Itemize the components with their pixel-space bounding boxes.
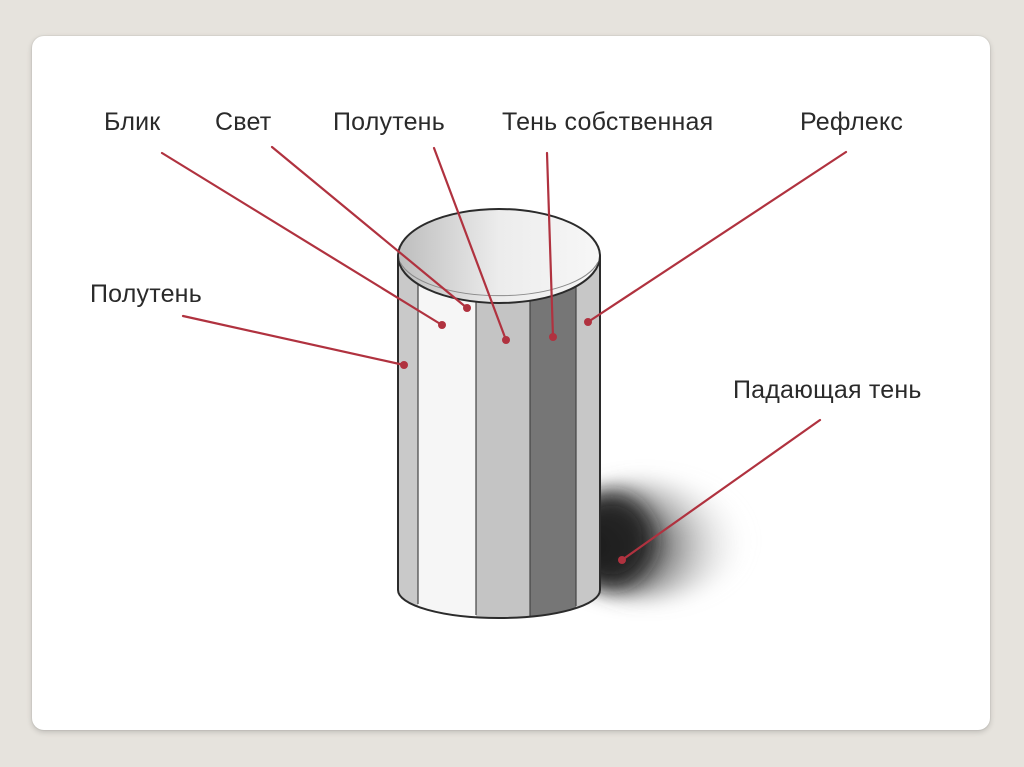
pointer-dot-blik bbox=[438, 321, 446, 329]
pointer-dots bbox=[400, 304, 626, 564]
pointer-dot-poluten-left bbox=[400, 361, 408, 369]
cylinder-band-edges bbox=[417, 262, 577, 616]
pointer-line-svet bbox=[270, 145, 469, 310]
label-poluten-left: Полутень bbox=[90, 280, 202, 308]
label-poluten-top: Полутень bbox=[333, 108, 445, 136]
pointer-line-padayushchaya-ten bbox=[620, 418, 822, 562]
label-refleks: Рефлекс bbox=[800, 108, 904, 136]
cylinder-top bbox=[397, 208, 601, 304]
pointer-line-poluten-left bbox=[181, 314, 406, 367]
label-ten-sobstvennaya: Тень собственная bbox=[502, 108, 714, 136]
pointer-dot-refleks bbox=[584, 318, 592, 326]
pointer-dot-padayushchaya-ten bbox=[618, 556, 626, 564]
pointer-lines bbox=[160, 145, 848, 562]
label-padayushchaya-ten: Падающая тень bbox=[733, 376, 922, 404]
pointer-line-blik bbox=[160, 151, 444, 327]
pointer-line-refleks bbox=[586, 150, 848, 324]
label-blik: Блик bbox=[104, 108, 161, 136]
cylinder-body bbox=[398, 256, 600, 618]
pointer-dot-ten-sobstvennaya bbox=[549, 333, 557, 341]
pointer-line-poluten-top bbox=[432, 146, 508, 342]
pointer-line-ten-sobstvennaya bbox=[545, 151, 555, 339]
cylinder-outline bbox=[397, 256, 601, 619]
pointer-dot-poluten-top bbox=[502, 336, 510, 344]
pointer-dot-svet bbox=[463, 304, 471, 312]
label-svet: Свет bbox=[215, 108, 272, 136]
